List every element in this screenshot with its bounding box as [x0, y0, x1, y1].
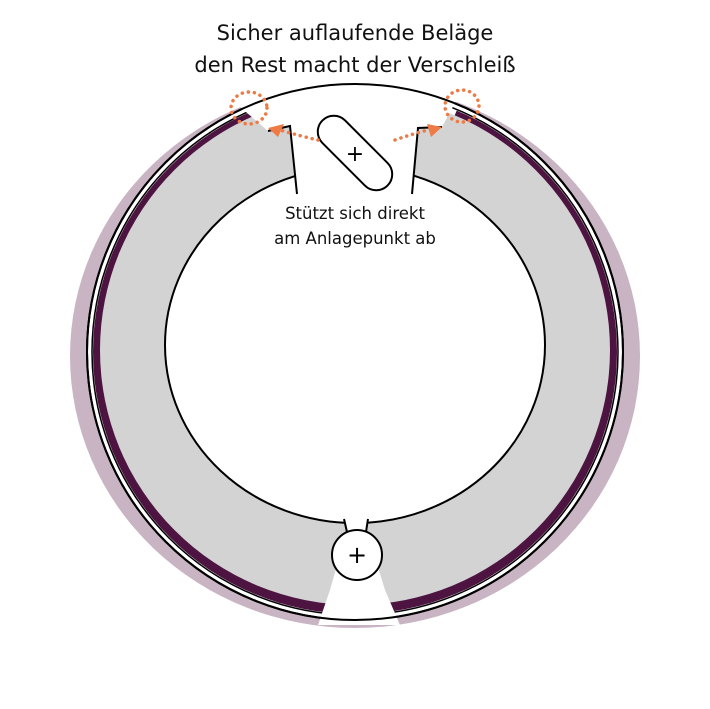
right-arrowhead-icon: [427, 124, 442, 137]
annotation-line-1: Stützt sich direkt: [285, 204, 425, 223]
drum-outline: [86, 83, 624, 621]
left-arrowhead-icon: [268, 124, 284, 137]
anchor-pin: [331, 529, 383, 581]
adjuster-plus: +: [346, 142, 364, 167]
right-motion-arrow: [393, 88, 481, 142]
title-line-2: den Rest macht der Verschleiß: [194, 53, 515, 77]
annotation-line-2: am Anlagepunkt ab: [274, 229, 436, 248]
anchor-pin-plus: +: [347, 541, 367, 569]
adjuster-slot: [316, 114, 394, 192]
title-line-1: Sicher auflaufende Beläge: [217, 21, 494, 45]
left-motion-arrow: [229, 90, 320, 142]
